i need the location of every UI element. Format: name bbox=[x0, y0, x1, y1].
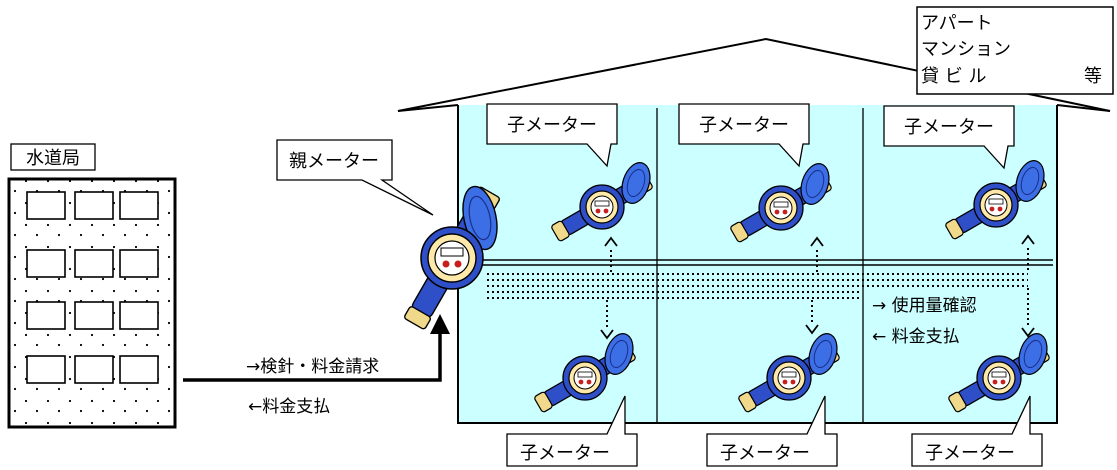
building-type-rental-building: 貸 ビ ル bbox=[921, 66, 986, 87]
child-meter-label: 子メーター bbox=[904, 117, 994, 138]
child-meter-callout: 子メーター bbox=[883, 105, 1015, 169]
parent-meter-callout: 親メーター bbox=[276, 139, 434, 216]
parent-meter-label: 親メーター bbox=[289, 151, 379, 172]
building-type-mansion: マンション bbox=[921, 39, 1011, 60]
child-meter-label: 子メーター bbox=[520, 443, 610, 464]
water-bureau: 水道局 bbox=[7, 143, 177, 429]
child-meter-label: 子メーター bbox=[925, 443, 1015, 464]
flow-label-usage-check: → 使用量確認 bbox=[872, 295, 977, 316]
water-bureau-label: 水道局 bbox=[26, 148, 80, 169]
flow-label-reading-billing: →検針・料金請求 bbox=[246, 357, 379, 377]
parent-meter bbox=[404, 185, 500, 330]
flow-label-payment-to-bureau: ←料金支払 bbox=[248, 397, 330, 417]
building-type-etc: 等 bbox=[1084, 66, 1102, 87]
child-meter-label: 子メーター bbox=[699, 115, 789, 136]
child-meter-connectors bbox=[606, 248, 1029, 330]
bureau-windows bbox=[26, 191, 159, 384]
building-type-apartment: アパート bbox=[921, 13, 993, 34]
pipe-arrowhead bbox=[430, 314, 450, 334]
building-type-box: アパート マンション 貸 ビ ル 等 bbox=[916, 6, 1114, 95]
child-meter-label: 子メーター bbox=[720, 443, 810, 464]
flow-label-payment-to-owner: ← 料金支払 bbox=[872, 327, 960, 347]
apartment-building bbox=[397, 37, 1111, 424]
child-meter-callout: 子メーター bbox=[706, 395, 838, 467]
connector-arrowheads bbox=[600, 234, 1035, 340]
child-meter-callout: 子メーター bbox=[486, 103, 618, 167]
child-meter-callout: 子メーター bbox=[506, 395, 638, 467]
supply-pipe bbox=[183, 314, 450, 382]
child-meter-label: 子メーター bbox=[507, 115, 597, 136]
usage-flow-lines bbox=[487, 273, 1028, 299]
child-meter-callout: 子メーター bbox=[911, 395, 1043, 467]
child-meter-callout: 子メーター bbox=[678, 103, 810, 167]
